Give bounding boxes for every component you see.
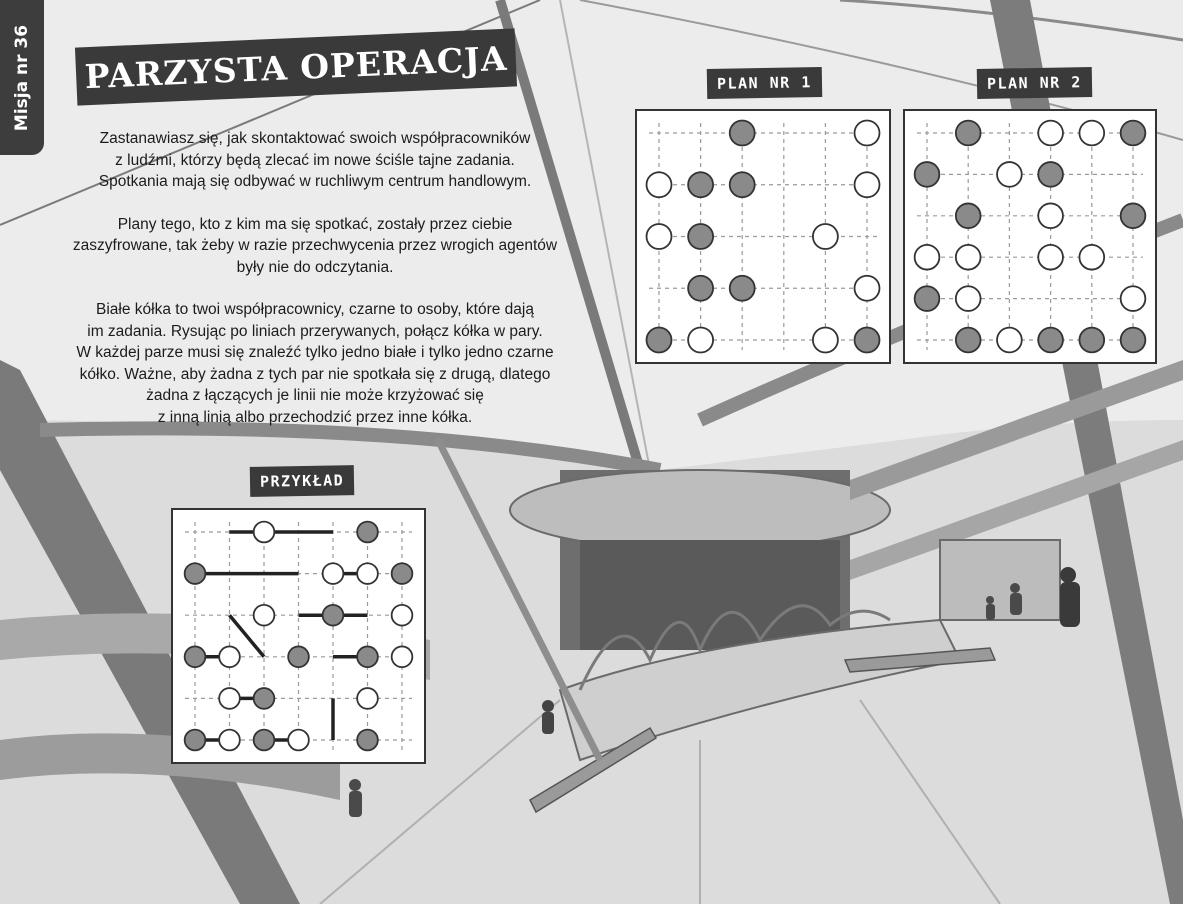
dark-circle[interactable] bbox=[1119, 119, 1147, 147]
pair-connection bbox=[228, 614, 266, 658]
dark-circle[interactable] bbox=[954, 326, 982, 354]
white-circle bbox=[390, 645, 414, 669]
white-circle[interactable] bbox=[996, 161, 1023, 188]
dark-circle bbox=[287, 645, 310, 669]
intro-paragraph-3: Białe kółka to twoi współpracownicy, cza… bbox=[60, 299, 570, 428]
white-circle bbox=[218, 728, 241, 752]
dark-circle bbox=[356, 520, 379, 544]
white-circle[interactable] bbox=[1078, 119, 1106, 147]
white-circle[interactable] bbox=[645, 171, 673, 199]
intro-paragraph-1: Zastanawiasz się, jak skontaktować swoic… bbox=[60, 128, 570, 193]
mission-number: Misja nr 36 bbox=[12, 24, 32, 131]
dark-circle bbox=[321, 603, 345, 627]
intro-line: Białe kółka to twoi współpracownicy, cza… bbox=[96, 301, 534, 318]
white-circle[interactable] bbox=[853, 171, 881, 199]
dark-circle bbox=[183, 728, 207, 752]
dark-circle[interactable] bbox=[728, 274, 756, 302]
plan-2-label: PLAN NR 2 bbox=[976, 67, 1093, 99]
dark-circle bbox=[356, 728, 379, 752]
white-circle bbox=[287, 728, 310, 752]
intro-line: żadna z łączących je linii nie może krzy… bbox=[146, 387, 484, 404]
dark-circle[interactable] bbox=[853, 326, 881, 354]
white-circle[interactable] bbox=[996, 326, 1023, 354]
white-circle[interactable] bbox=[954, 285, 982, 312]
white-circle bbox=[356, 687, 379, 710]
intro-line: W każdej parze musi się znaleźć tylko je… bbox=[76, 344, 554, 361]
white-circle bbox=[252, 520, 276, 544]
dark-circle[interactable] bbox=[728, 119, 756, 147]
dark-circle bbox=[390, 562, 414, 585]
example-label: PRZYKŁAD bbox=[249, 465, 355, 497]
intro-line: z inną linią albo przechodzić przez inne… bbox=[157, 408, 473, 426]
mission-tab: Misja nr 36 bbox=[0, 0, 44, 155]
dark-circle[interactable] bbox=[1119, 326, 1147, 354]
intro-line: były nie do odczytania. bbox=[236, 258, 394, 276]
dark-circle bbox=[183, 645, 207, 669]
dark-circle[interactable] bbox=[954, 202, 982, 230]
dark-circle[interactable] bbox=[687, 171, 714, 199]
plan-1-label: PLAN NR 1 bbox=[706, 67, 823, 99]
dark-circle[interactable] bbox=[913, 161, 941, 188]
dark-circle[interactable] bbox=[687, 274, 714, 302]
white-circle[interactable] bbox=[954, 243, 982, 271]
white-circle[interactable] bbox=[687, 326, 714, 354]
intro-line: zaszyfrowane, tak żeby w razie przechwyc… bbox=[72, 237, 558, 254]
white-circle bbox=[321, 562, 345, 585]
white-circle[interactable] bbox=[812, 223, 839, 250]
example-svg bbox=[183, 520, 414, 752]
white-circle bbox=[356, 562, 379, 585]
plan-2-svg[interactable] bbox=[905, 111, 1155, 362]
dark-circle[interactable] bbox=[687, 223, 714, 250]
white-circle[interactable] bbox=[853, 274, 881, 302]
white-circle[interactable] bbox=[1119, 285, 1147, 312]
intro-line: z ludźmi, którzy będą zlecać im nowe ści… bbox=[115, 151, 515, 169]
dark-circle[interactable] bbox=[1037, 161, 1064, 188]
white-circle[interactable] bbox=[913, 243, 941, 271]
white-circle[interactable] bbox=[1037, 202, 1064, 230]
dark-circle[interactable] bbox=[728, 171, 756, 199]
plan-1-grid[interactable] bbox=[635, 109, 891, 364]
plan-2-grid[interactable] bbox=[903, 109, 1157, 364]
dark-circle[interactable] bbox=[954, 119, 982, 147]
white-circle[interactable] bbox=[645, 223, 673, 250]
dark-circle bbox=[356, 645, 379, 669]
intro-line: Zastanawiasz się, jak skontaktować swoic… bbox=[99, 130, 531, 147]
white-circle[interactable] bbox=[1078, 243, 1106, 271]
intro-line: Spotkania mają się odbywać w ruchliwym c… bbox=[98, 173, 532, 190]
white-circle[interactable] bbox=[812, 326, 839, 354]
example-grid bbox=[171, 508, 426, 764]
dark-circle bbox=[252, 687, 276, 710]
dark-circle[interactable] bbox=[1037, 326, 1064, 354]
intro-line: kółko. Ważne, aby żadna z tych par nie s… bbox=[79, 365, 551, 383]
dark-circle bbox=[183, 562, 207, 585]
instructions: Zastanawiasz się, jak skontaktować swoic… bbox=[60, 128, 570, 449]
dark-circle[interactable] bbox=[1119, 202, 1147, 230]
intro-line: im zadania. Rysując po liniach przerywan… bbox=[87, 322, 543, 340]
white-circle bbox=[218, 687, 241, 710]
white-circle bbox=[218, 645, 241, 669]
white-circle bbox=[390, 603, 414, 627]
dark-circle bbox=[252, 728, 276, 752]
dark-circle[interactable] bbox=[913, 285, 941, 312]
intro-paragraph-2: Plany tego, kto z kim ma się spotkać, zo… bbox=[60, 214, 570, 279]
white-circle bbox=[252, 603, 276, 627]
white-circle[interactable] bbox=[1037, 119, 1064, 147]
white-circle[interactable] bbox=[1037, 243, 1064, 271]
dark-circle[interactable] bbox=[645, 326, 673, 354]
intro-line: Plany tego, kto z kim ma się spotkać, zo… bbox=[117, 215, 513, 233]
white-circle[interactable] bbox=[853, 119, 881, 147]
plan-1-svg[interactable] bbox=[637, 111, 889, 362]
dark-circle[interactable] bbox=[1078, 326, 1106, 354]
